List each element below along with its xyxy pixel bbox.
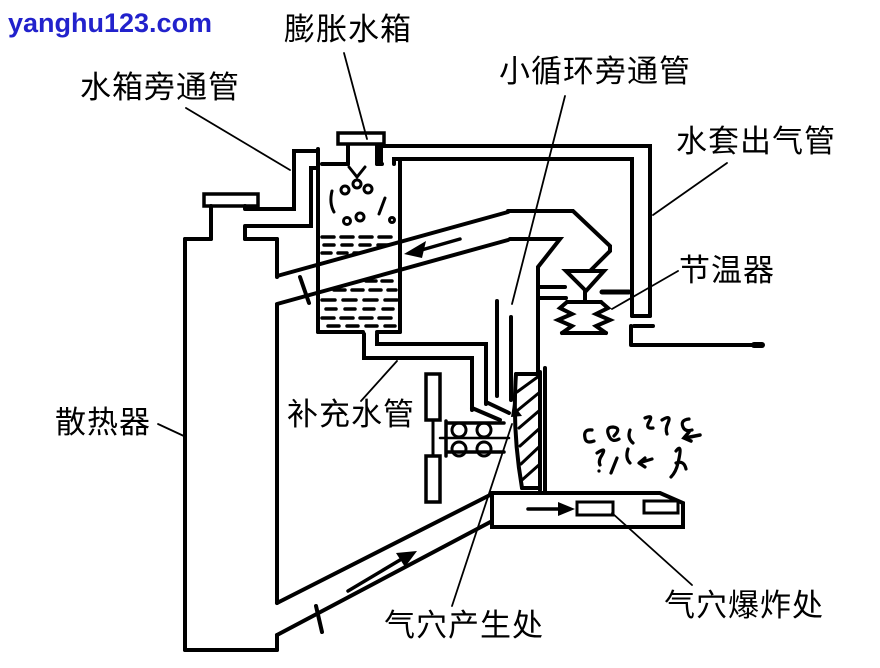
supplementary-wall-a bbox=[362, 332, 474, 412]
label-expansion-tank: 膨胀水箱 bbox=[284, 12, 412, 47]
tank-bypass-pipe bbox=[244, 149, 320, 228]
pump-bracket-lower bbox=[424, 454, 442, 504]
upper-hose bbox=[275, 210, 510, 306]
tank-bypass-wall-a bbox=[244, 149, 320, 211]
cavitation-scribbles bbox=[583, 415, 702, 479]
label-water-jacket-outlet-pipe: 水套出气管 bbox=[676, 124, 836, 159]
upper-hose-bottom-edge bbox=[275, 238, 510, 306]
thermostat-valve bbox=[561, 269, 609, 294]
lower-hose-top-edge bbox=[275, 492, 494, 605]
upper-flow-arrow-shaft bbox=[416, 237, 462, 253]
leader-cavitation-explosion bbox=[611, 512, 693, 586]
tank-bypass-wall-b bbox=[244, 166, 320, 228]
thermostat bbox=[552, 269, 616, 335]
label-tank-bypass-pipe: 水箱旁通管 bbox=[80, 70, 240, 105]
leader-cavitation-generation bbox=[451, 423, 513, 607]
lower-flow-arrow-head bbox=[396, 551, 417, 567]
radiator-cap bbox=[202, 192, 260, 208]
valve-seat-left bbox=[536, 285, 568, 300]
expansion-tank bbox=[316, 131, 402, 334]
lower-hose bbox=[275, 492, 498, 637]
housing-outer bbox=[506, 209, 612, 279]
label-small-circulation-pipe: 小循环旁通管 bbox=[499, 54, 691, 89]
tank-filler-cap bbox=[336, 131, 386, 146]
water-pump bbox=[424, 366, 547, 504]
housing-inner bbox=[508, 237, 565, 374]
supplementary-wall-b bbox=[375, 332, 488, 406]
tank-bubbles bbox=[329, 183, 396, 226]
radiator bbox=[183, 192, 279, 652]
leader-small-circulation bbox=[511, 95, 566, 305]
tank-filler-neck bbox=[346, 141, 379, 166]
leader-lines bbox=[157, 52, 728, 607]
lower-hose-joint-mark bbox=[314, 604, 324, 634]
label-cavitation-explosion: 气穴爆炸处 bbox=[664, 588, 824, 623]
impeller-left-edge bbox=[512, 372, 524, 490]
channel-slot-2 bbox=[642, 499, 680, 515]
outlet-channel bbox=[490, 491, 685, 529]
pump-bearings bbox=[450, 421, 493, 458]
upper-flow-arrow-head bbox=[404, 241, 426, 258]
upper-hose-top-edge bbox=[275, 210, 510, 278]
bellows-right bbox=[591, 300, 616, 335]
label-supplementary-water-pipe: 补充水管 bbox=[287, 397, 415, 432]
thermostat-housing bbox=[506, 209, 632, 374]
channel-slot-1 bbox=[575, 500, 615, 517]
channel-flow-arrow-head bbox=[558, 502, 575, 516]
water-jacket-outlet-pipe bbox=[379, 144, 765, 348]
leader-degas-pipe bbox=[652, 162, 728, 216]
label-radiator: 散热器 bbox=[55, 405, 151, 440]
label-thermostat: 节温器 bbox=[679, 253, 775, 288]
degas-pipe-inner bbox=[392, 157, 634, 318]
pump-inlet-funnel bbox=[470, 400, 511, 422]
leader-expansion-tank bbox=[343, 52, 368, 140]
label-cavitation-generation: 气穴产生处 bbox=[384, 608, 544, 643]
water-level-dashes bbox=[320, 235, 399, 328]
bellows-left bbox=[552, 300, 577, 335]
leader-supplementary-pipe bbox=[360, 360, 398, 402]
pump-bracket-upper bbox=[424, 372, 442, 422]
degas-pipe-outer bbox=[379, 144, 652, 318]
lower-flow-arrow-shaft bbox=[346, 558, 402, 593]
leader-radiator bbox=[157, 423, 187, 438]
filler-funnel bbox=[347, 165, 367, 180]
watermark: yanghu123.com bbox=[8, 8, 213, 38]
engine-top-edge bbox=[629, 324, 764, 347]
bubble bbox=[351, 178, 363, 190]
small-circulation-bypass-pipe bbox=[495, 299, 513, 402]
leader-thermostat bbox=[611, 270, 679, 310]
upper-hose-joint-mark bbox=[298, 275, 311, 305]
impeller-hatching bbox=[515, 374, 542, 482]
lower-hose-bottom-edge bbox=[275, 517, 498, 637]
leader-tank-bypass bbox=[185, 107, 291, 171]
